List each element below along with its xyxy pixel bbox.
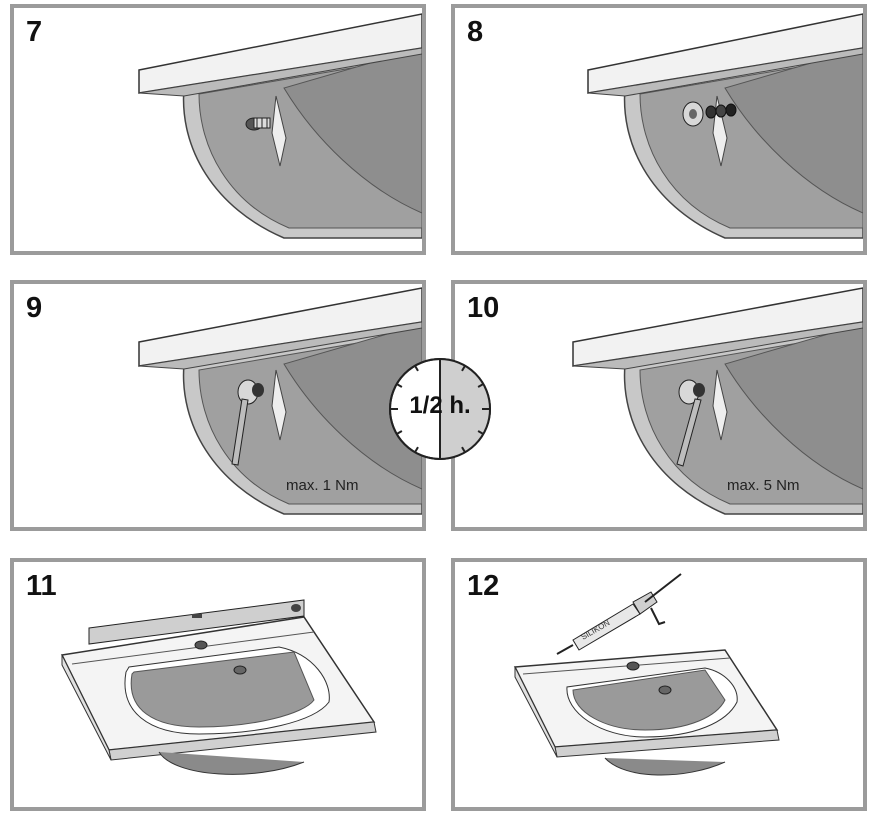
wrench-icon (676, 379, 705, 467)
basin-bowl-icon (566, 667, 738, 776)
basin-underside-illustration (138, 13, 422, 239)
step-11-panel: 11 (10, 558, 426, 811)
torque-label: max. 1 Nm (286, 477, 359, 494)
clock-tick (477, 383, 484, 388)
step-8-number: 8 (467, 16, 484, 48)
basin-level-illustration (60, 599, 377, 775)
spirit-level-icon (88, 599, 305, 645)
clock-tick (414, 365, 419, 372)
basin-bowl-icon (124, 646, 330, 775)
overflow-hole-icon (233, 665, 247, 675)
step-8-panel: 8 (451, 4, 867, 255)
step-11-number: 11 (26, 570, 57, 602)
washer-nut-icon (682, 101, 737, 127)
tap-hole-icon (194, 640, 208, 650)
wait-time-label: 1/2 h. (409, 392, 471, 419)
step-9-panel: 9 max. 1 Nm (10, 280, 426, 531)
clock-tick (461, 365, 466, 372)
wrench-icon (231, 379, 264, 466)
basin-wrench-tighten-illustration (572, 287, 863, 515)
step-9-number: 9 (26, 292, 43, 324)
basin-washer-illustration (587, 13, 863, 239)
silicone-gun-icon: SILIKON (556, 573, 682, 655)
step-10-panel: 10 max. 5 Nm (451, 280, 867, 531)
screw-icon (245, 117, 271, 131)
basin-sealing-illustration: SILIKON (513, 573, 780, 776)
clock-tick (477, 430, 484, 435)
step-10-number: 10 (467, 292, 500, 324)
clock-tick (396, 430, 403, 435)
clock-tick (396, 383, 403, 388)
tap-hole-icon (626, 661, 640, 671)
step-12-panel: 12 SILIKON (451, 558, 867, 811)
torque-label: max. 5 Nm (727, 477, 800, 494)
clock-tick (414, 446, 419, 453)
step-12-number: 12 (467, 570, 500, 602)
clock-tick (461, 446, 466, 453)
step-7-panel: 7 (10, 4, 426, 255)
step-7-number: 7 (26, 16, 43, 48)
half-hour-clock-icon (389, 358, 491, 460)
basin-wrench-illustration (138, 287, 422, 515)
overflow-hole-icon (658, 685, 672, 695)
